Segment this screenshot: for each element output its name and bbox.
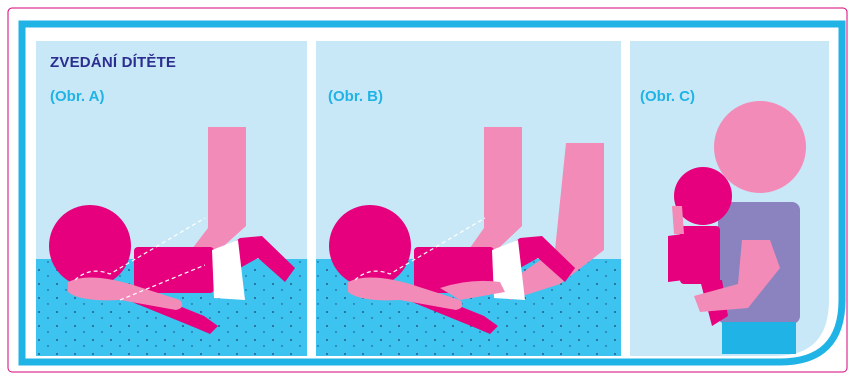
baby-body-icon bbox=[134, 247, 214, 293]
page-title: ZVEDÁNÍ DÍTĚTE bbox=[50, 54, 176, 71]
baby-head-icon bbox=[49, 205, 131, 287]
caption-a: (Obr. A) bbox=[50, 88, 104, 105]
adult-hand-icon bbox=[672, 206, 684, 234]
caption-b: (Obr. B) bbox=[328, 88, 383, 105]
baby-arm-icon bbox=[668, 234, 684, 282]
adult-head-icon bbox=[714, 101, 806, 193]
baby-body-icon bbox=[680, 226, 720, 284]
caption-c: (Obr. C) bbox=[640, 88, 695, 105]
baby-head-icon bbox=[329, 205, 411, 287]
adult-pants-icon bbox=[722, 322, 796, 354]
panel-divider bbox=[621, 41, 630, 356]
panel-divider bbox=[307, 41, 316, 356]
